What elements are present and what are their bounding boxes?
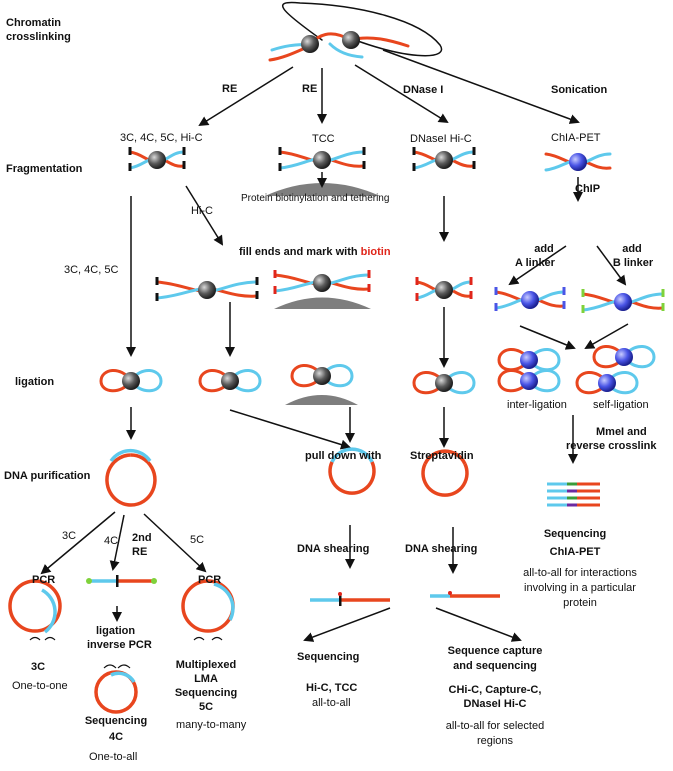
label-pull-down: pull down with [305, 450, 382, 462]
label-capture-2: and sequencing [453, 660, 537, 672]
label-dna-shearing-2: DNA shearing [405, 543, 478, 555]
dna-circles [8, 447, 469, 714]
label-add-b-1: add [622, 243, 642, 255]
label-chiapet-top: ChIA-PET [551, 132, 601, 144]
label-protein-biotinylation: Protein biotinylation and tethering [241, 193, 390, 204]
a-linker-complex [494, 287, 566, 311]
label-sonication: Sonication [551, 84, 608, 96]
label-chiapet-desc-2: involving in a particular [524, 582, 636, 594]
label-multiplexed-2: LMA [194, 673, 218, 685]
streptavidin-surfaces [265, 183, 380, 405]
label-dna-purification: DNA purification [4, 470, 91, 482]
label-3c-result: 3C [31, 661, 46, 673]
label-all-to-all: all-to-all [312, 697, 351, 709]
label-inter-ligation: inter-ligation [507, 399, 567, 411]
label-ligation: ligation [15, 376, 55, 388]
label-branch-5c: 5C [190, 534, 205, 546]
label-add-b-2: B linker [612, 257, 654, 269]
label-selected-1: all-to-all for selected [445, 720, 545, 732]
label-branch-4c: 4C [104, 535, 119, 547]
primer-arrows [29, 636, 223, 669]
label-ligation-inverse-1: ligation [96, 625, 136, 637]
label-multiplexed-3: Sequencing [174, 687, 238, 699]
fragment-tcc [278, 147, 366, 171]
label-many-to-many: many-to-many [176, 719, 247, 731]
top-arrows [198, 49, 580, 127]
label-pcr-right: PCR [198, 574, 222, 586]
label-crosslinking: crosslinking [6, 31, 71, 43]
filled-ends-hic [155, 277, 259, 301]
ligated-hic [198, 369, 262, 393]
label-chiapet-desc-1: all-to-all for interactions [523, 567, 637, 579]
label-chip: ChIP [575, 183, 601, 195]
label-multiplexed-1: Multiplexed [175, 659, 237, 671]
label-methods-3c: 3C, 4C, 5C, Hi-C [120, 132, 203, 144]
label-dna-shearing-1: DNA shearing [297, 543, 370, 555]
label-re-mid: RE [302, 83, 318, 95]
ligated-dnasel [412, 371, 476, 395]
label-biotin: biotin [360, 246, 391, 258]
label-capture-methods-1: CHi-C, Capture-C, [448, 684, 542, 696]
label-hic-tcc: Hi-C, TCC [306, 682, 358, 694]
label-sequencing-4c-1: Sequencing [84, 715, 148, 727]
label-fragmentation: Fragmentation [6, 163, 83, 175]
label-capture-1: Sequence capture [447, 645, 543, 657]
ligated-3c [99, 369, 163, 393]
label-sequencing-4c-2: 4C [108, 731, 124, 743]
label-one-to-one: One-to-one [12, 680, 68, 692]
b-linker-complex [581, 289, 665, 313]
fragment-3c-4c-5c-hic [128, 147, 186, 171]
filled-ends-dnasel [415, 277, 473, 301]
label-mmel-2: reverse crosslink [566, 440, 657, 452]
inter-ligation-a [497, 348, 561, 372]
label-capture-methods-2: DNaseI Hi-C [463, 698, 527, 710]
label-ligation-inverse-2: inverse PCR [87, 639, 152, 651]
label-dnase: DNase I [403, 84, 444, 96]
chiapet-reads [547, 482, 600, 507]
label-chromatin: Chromatin [6, 17, 61, 29]
filled-ends-tcc [273, 270, 371, 294]
label-add-a-2: A linker [515, 257, 555, 269]
label-branch-3c: 3C [62, 530, 77, 542]
fragment-dnasel-hic [412, 147, 476, 171]
self-ligation-a [592, 345, 656, 369]
flow-arrows [40, 172, 629, 642]
fragment-marks [86, 575, 452, 606]
label-hic-branch: Hi-C [191, 205, 213, 217]
label-sequencing-mid: Sequencing [297, 651, 360, 663]
ligated-tcc [290, 364, 354, 388]
label-branch-345c: 3C, 4C, 5C [64, 264, 119, 276]
label-pcr-left: PCR [32, 574, 56, 586]
label-2nd-re: RE [132, 546, 148, 558]
label-streptavidin: Streptavidin [410, 450, 474, 462]
label-multiplexed-4: 5C [198, 701, 214, 713]
label-mmel-1: MmeI and [596, 426, 647, 438]
label-selected-2: regions [476, 735, 514, 747]
linear-fragments [88, 579, 500, 602]
label-2nd: 2nd [132, 532, 152, 544]
crosslinked-chromatin [268, 1, 443, 62]
label-dnasel-hic: DNaseI Hi-C [410, 133, 472, 145]
self-ligation-b [575, 371, 639, 395]
label-one-to-all: One-to-all [89, 751, 138, 763]
label-tcc: TCC [312, 133, 335, 145]
label-chiapet-desc-3: protein [563, 597, 597, 609]
label-self-ligation: self-ligation [593, 399, 649, 411]
inter-ligation-b [497, 369, 561, 393]
label-sequencing-chiapet-1: Sequencing [543, 528, 607, 540]
label-add-a-1: add [534, 243, 554, 255]
label-fill-ends: fill ends and mark with biotin [239, 246, 391, 258]
fragment-chiapet [544, 152, 612, 172]
label-re-left: RE [222, 83, 238, 95]
label-sequencing-chiapet-2: ChIA-PET [549, 546, 601, 558]
